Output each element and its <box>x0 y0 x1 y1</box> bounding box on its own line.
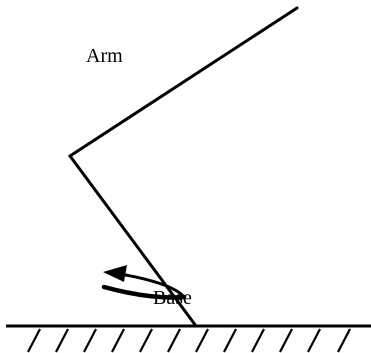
rotation-arrow-head <box>103 265 127 282</box>
hatch-mark <box>223 328 237 353</box>
hatch-mark <box>55 328 69 353</box>
hatch-mark <box>139 328 153 353</box>
base-rotation-arrow <box>101 265 187 300</box>
rotation-arrow-upper-band <box>118 272 186 299</box>
arm-upper-link <box>68 6 299 158</box>
hatch-mark <box>279 328 293 353</box>
hatch-mark <box>307 328 321 353</box>
hatch-mark <box>337 328 351 353</box>
ground-hatching <box>27 328 351 353</box>
arm-label: Arm <box>86 45 123 67</box>
hatch-mark <box>195 328 209 353</box>
hatch-mark <box>251 328 265 353</box>
hatch-mark <box>27 328 41 353</box>
base-label: Base <box>153 287 192 309</box>
hatch-mark <box>167 328 181 353</box>
hatch-mark <box>111 328 125 353</box>
rotation-arrow-lower-band <box>101 284 187 300</box>
hatch-mark <box>83 328 97 353</box>
